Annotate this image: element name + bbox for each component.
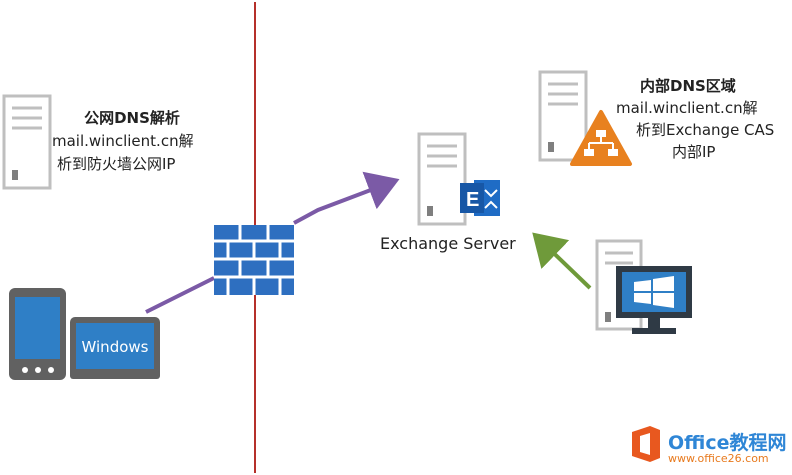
internal-dns-line3: 内部IP [672, 143, 716, 161]
tablet-icon [9, 288, 66, 380]
office-logo-icon [632, 426, 660, 462]
exchange-server-icon [417, 132, 467, 226]
internal-dns-line2: 析到Exchange CAS [636, 121, 775, 139]
public-dns-title: 公网DNS解析 [84, 109, 180, 127]
laptop-windows-label: Windows [81, 338, 149, 356]
public-dns-line1: mail.winclient.cn解 [52, 132, 194, 150]
svg-text:E: E [466, 189, 479, 211]
watermark-site-name: Office教程网 [668, 432, 787, 454]
public-dns-line2: 析到防火墙公网IP [57, 155, 176, 173]
exchange-logo-icon: E [460, 180, 500, 216]
public-dns-server-icon [2, 94, 52, 190]
monitor-icon [616, 266, 692, 334]
arrow-firewall-to-exchange [293, 171, 400, 225]
windows-logo-icon [634, 276, 674, 308]
dns-zone-icon [570, 110, 632, 166]
arrow-client-to-exchange [532, 232, 592, 290]
firewall-icon [214, 225, 294, 295]
internal-dns-line1: mail.winclient.cn解 [616, 99, 758, 117]
arrow-laptop-to-firewall [145, 276, 215, 314]
watermark-url: www.office26.com [668, 452, 769, 465]
exchange-server-label: Exchange Server [380, 234, 516, 253]
internal-dns-title: 内部DNS区域 [640, 77, 736, 95]
laptop-icon [70, 317, 160, 379]
internal-dns-server-icon [538, 70, 588, 162]
